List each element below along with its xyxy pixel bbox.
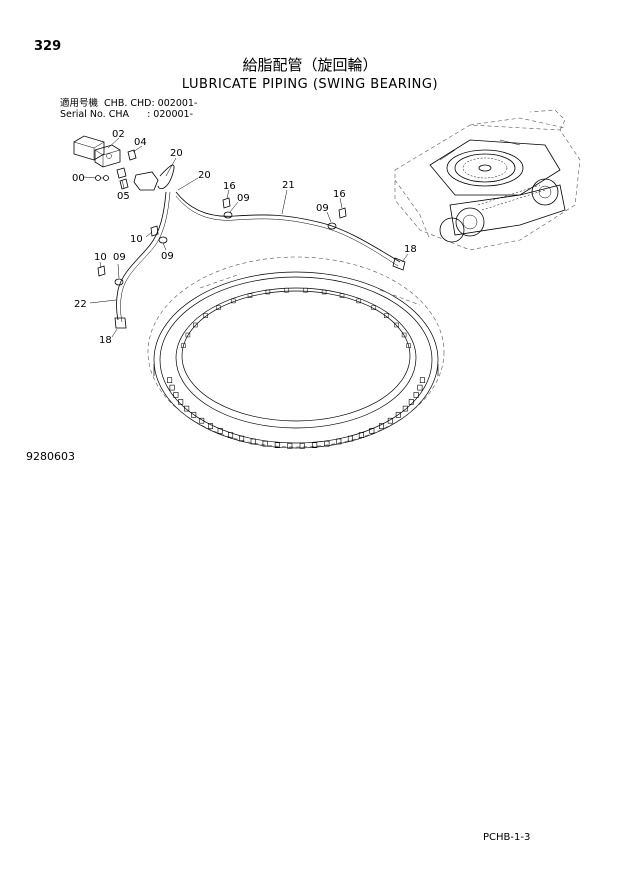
- excavator-upper-structure-inset: [394, 109, 581, 251]
- bearing-bolt-head: [216, 305, 221, 310]
- bearing-bolt-head: [369, 428, 375, 434]
- bearing-bolt-head: [169, 384, 175, 391]
- bearing-bolt-head: [384, 313, 389, 318]
- bearing-bolt-head: [185, 332, 191, 338]
- bearing-bolt-head: [284, 287, 289, 293]
- bearing-bolt-head: [173, 392, 179, 398]
- bearing-bolt-head: [184, 405, 190, 412]
- bearing-bolt-head: [274, 442, 280, 449]
- bearing-bolt-head: [299, 443, 305, 449]
- serial-applicability-line-1: 適用号機 CHB. CHD: 002001-: [60, 98, 198, 109]
- bearing-bolt-head: [406, 343, 411, 348]
- callout-18-right: 18: [404, 244, 417, 255]
- bearing-bolt-head: [239, 435, 245, 442]
- callout-09-top-right: 09: [316, 203, 329, 214]
- bolt-10-a: [150, 225, 159, 237]
- bearing-bolt-head: [339, 293, 345, 298]
- callout-21: 21: [282, 180, 295, 191]
- bearing-bolt-head: [417, 384, 423, 391]
- callout-20-lower: 20: [198, 170, 211, 181]
- hose-21-outline: [175, 195, 399, 267]
- bearing-bolt-head: [199, 417, 205, 424]
- bearing-bolt-head: [262, 440, 268, 447]
- bearing-bolt-head: [321, 289, 327, 295]
- bearing-bolt-head: [402, 405, 408, 412]
- callout-04: 04: [134, 137, 147, 148]
- callout-09-middle: 09: [161, 251, 174, 262]
- fittings-00: [95, 175, 109, 181]
- clamp-09-c: [158, 236, 168, 244]
- bearing-bolt-head: [358, 432, 364, 438]
- bearing-bolt-head: [408, 399, 414, 405]
- bearing-bolt-head: [208, 423, 214, 429]
- bearing-bolt-head: [193, 322, 198, 328]
- callout-16-right: 16: [333, 189, 346, 200]
- bearing-bolt-head: [228, 432, 234, 438]
- hose-22: [116, 191, 167, 321]
- clamp-09-a: [223, 211, 233, 219]
- bearing-bolt-head: [401, 332, 407, 338]
- title-japanese: 給脂配管（旋回輪）: [242, 56, 378, 74]
- callout-09-lower: 09: [113, 252, 126, 263]
- title-english: LUBRICATE PIPING (SWING BEARING): [181, 77, 439, 92]
- clamp-09-d: [114, 278, 124, 286]
- callout-10-upper: 10: [130, 234, 143, 245]
- bearing-bolt-head: [347, 435, 353, 442]
- bearing-bolt-head: [191, 412, 197, 418]
- bearing-bolt-head: [217, 428, 223, 434]
- bearing-bolt-head: [395, 412, 401, 418]
- fitting-04: [127, 149, 137, 161]
- bearing-bolt-head: [336, 438, 342, 445]
- callout-16-left: 16: [223, 181, 236, 192]
- fitting-18-right: [392, 257, 406, 271]
- bearing-bolt-head: [167, 377, 173, 384]
- swing-bearing-bolts: [167, 287, 425, 449]
- callout-22: 22: [74, 299, 87, 310]
- page-code: PCHB-1-3: [483, 832, 531, 843]
- drawing-number: 9280603: [26, 450, 75, 463]
- callout-09-top-left: 09: [237, 193, 250, 204]
- callout-02: 02: [112, 129, 125, 140]
- bolt-16-a: [222, 197, 231, 209]
- bearing-bolt-head: [287, 443, 293, 449]
- clamp-09-b: [327, 222, 337, 230]
- bearing-bolt-head: [181, 343, 186, 348]
- bearing-bolt-head: [265, 289, 271, 295]
- callout-18-left: 18: [99, 335, 112, 346]
- bearing-bolt-head: [356, 298, 361, 304]
- page-number: 329: [34, 39, 62, 54]
- leader-lines: [83, 137, 409, 338]
- bearing-bolt-head: [250, 438, 256, 445]
- bearing-bolt-head: [247, 293, 253, 298]
- bearing-bolt-head: [387, 417, 393, 424]
- hose-22-outline: [120, 191, 171, 323]
- bolt-10-b: [97, 265, 106, 277]
- bearing-bolt-head: [312, 442, 318, 449]
- bearing-bolt-head: [413, 392, 419, 398]
- bearing-bolt-head: [231, 298, 236, 304]
- bearing-bolt-head: [324, 440, 330, 447]
- hose-21: [175, 191, 401, 263]
- bearing-bolt-head: [394, 322, 399, 328]
- fittings-05: [116, 167, 129, 190]
- serial-applicability-line-2: Serial No. CHA : 020001-: [60, 109, 193, 120]
- fitting-18-left: [114, 317, 127, 329]
- bolt-16-b: [338, 207, 347, 219]
- bearing-bolt-head: [178, 399, 184, 405]
- swing-bearing-ring: [147, 256, 445, 449]
- bearing-bolt-head: [419, 377, 425, 384]
- bearing-bolt-head: [303, 287, 308, 293]
- callout-05: 05: [117, 191, 130, 202]
- grease-manifold-block: [73, 135, 121, 168]
- bearing-bolt-head: [378, 423, 384, 429]
- bearing-bolt-head: [371, 305, 376, 310]
- callout-10-lower: 10: [94, 252, 107, 263]
- callout-20-upper: 20: [170, 148, 183, 159]
- bearing-bolt-head: [203, 313, 208, 318]
- adapter-block-20: [133, 164, 175, 191]
- callout-00: 00: [72, 173, 85, 184]
